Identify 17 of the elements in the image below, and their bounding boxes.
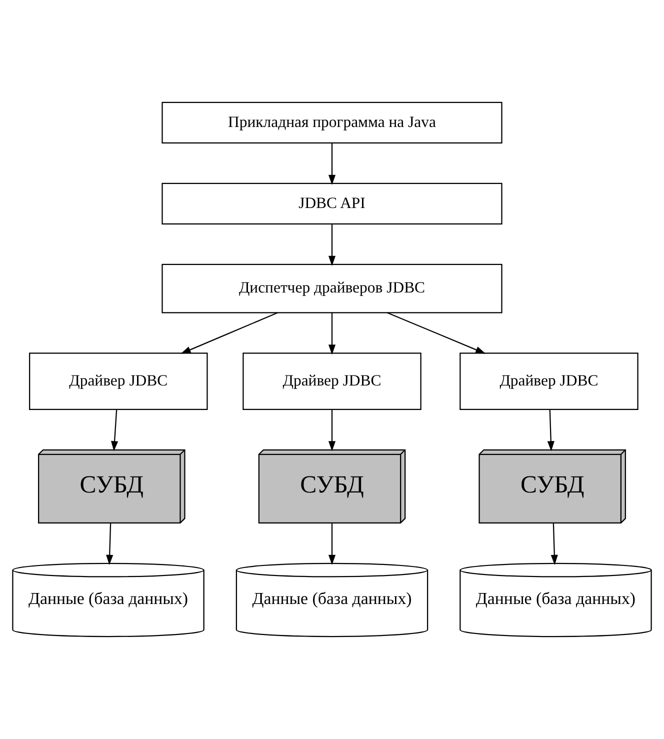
- node-box: Драйвер JDBC: [29, 352, 208, 410]
- arrow: [328, 312, 336, 355]
- arrow: [328, 143, 336, 186]
- node-box: Драйвер JDBC: [460, 352, 638, 410]
- arrow: [550, 523, 558, 565]
- arrow: [106, 523, 114, 565]
- node-box: Диспетчер драйверов JDBC: [162, 264, 502, 314]
- arrow: [328, 523, 336, 565]
- arrow: [328, 409, 336, 452]
- node-box: Драйвер JDBC: [242, 352, 422, 410]
- node-box: JDBC API: [162, 182, 502, 224]
- arrow: [111, 409, 118, 452]
- node-box: Прикладная программа на Java: [162, 102, 502, 144]
- arrow: [387, 312, 486, 354]
- arrow: [547, 409, 554, 452]
- arrow: [328, 224, 336, 266]
- arrow: [180, 312, 278, 354]
